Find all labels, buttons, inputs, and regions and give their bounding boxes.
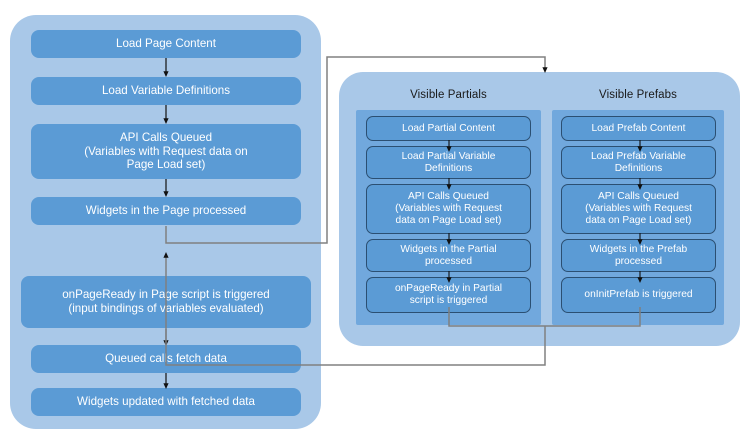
visible-prefabs-subgroup-panel: Load Prefab Content Load Prefab Variable… bbox=[552, 110, 724, 325]
process-box-label-line3: data on Page Load set) bbox=[585, 214, 692, 226]
process-box-api-calls-queued-page[interactable]: API Calls Queued (Variables with Request… bbox=[31, 124, 301, 179]
process-box-load-variable-definitions[interactable]: Load Variable Definitions bbox=[31, 77, 301, 105]
process-box-load-partial-content[interactable]: Load Partial Content bbox=[366, 116, 531, 141]
process-box-label-line1: Load Partial Variable bbox=[401, 150, 496, 162]
process-box-widgets-in-page-processed[interactable]: Widgets in the Page processed bbox=[31, 197, 301, 225]
process-box-label-line2: (Variables with Request bbox=[395, 203, 502, 215]
visible-components-group-panel: Visible Partials Visible Prefabs Load Pa… bbox=[339, 72, 740, 346]
process-box-label: Widgets updated with fetched data bbox=[77, 395, 255, 409]
process-box-onpageready-page-script[interactable]: onPageReady in Page script is triggered … bbox=[21, 276, 311, 328]
process-box-onpageready-partial-script[interactable]: onPageReady in Partial script is trigger… bbox=[366, 277, 531, 313]
process-box-label-line2: script is triggered bbox=[409, 295, 488, 306]
process-box-label-line1: API Calls Queued bbox=[598, 191, 679, 203]
process-box-label-line1: onPageReady in Page script is triggered bbox=[62, 288, 270, 302]
process-box-widgets-in-prefab-processed[interactable]: Widgets in the Prefab processed bbox=[561, 239, 716, 272]
process-box-label-line3: Page Load set) bbox=[126, 158, 206, 172]
process-box-label-line2: processed bbox=[614, 255, 662, 267]
process-box-label-line3: data on Page Load set) bbox=[395, 214, 502, 226]
process-box-label-line1: Widgets in the Prefab bbox=[589, 243, 688, 255]
process-box-oninitprefab-triggered[interactable]: onInitPrefab is triggered bbox=[561, 277, 716, 313]
process-box-queued-calls-fetch-data[interactable]: Queued calls fetch data bbox=[31, 345, 301, 373]
process-box-label-line2: (input bindings of variables evaluated) bbox=[68, 302, 264, 315]
process-box-widgets-updated-fetched-data[interactable]: Widgets updated with fetched data bbox=[31, 388, 301, 416]
process-box-label-line2: (Variables with Request bbox=[585, 203, 692, 215]
process-box-label-line1: onPageReady in Partial bbox=[394, 283, 503, 295]
process-box-api-calls-queued-prefab[interactable]: API Calls Queued (Variables with Request… bbox=[561, 184, 716, 234]
process-box-label: Load Variable Definitions bbox=[101, 84, 231, 98]
process-box-label: Load Page Content bbox=[116, 37, 216, 51]
page-lifecycle-group-panel: Load Page Content Load Variable Definiti… bbox=[10, 15, 321, 429]
process-box-api-calls-queued-partial[interactable]: API Calls Queued (Variables with Request… bbox=[366, 184, 531, 234]
process-box-widgets-in-partial-processed[interactable]: Widgets in the Partial processed bbox=[366, 239, 531, 272]
process-box-label: Load Prefab Content bbox=[591, 122, 686, 134]
visible-partials-subgroup-panel: Load Partial Content Load Partial Variab… bbox=[356, 110, 541, 325]
process-box-label-line2: (Variables with Request data on bbox=[84, 144, 248, 158]
subgroup-title-visible-prefabs: Visible Prefabs bbox=[599, 89, 677, 101]
process-box-label-line1: Load Prefab Variable bbox=[591, 150, 686, 162]
process-box-load-page-content[interactable]: Load Page Content bbox=[31, 30, 301, 58]
subgroup-title-visible-partials: Visible Partials bbox=[410, 89, 487, 101]
process-box-load-prefab-content[interactable]: Load Prefab Content bbox=[561, 116, 716, 141]
process-box-load-partial-variable-definitions[interactable]: Load Partial Variable Definitions bbox=[366, 146, 531, 179]
process-box-label-line2: processed bbox=[424, 255, 472, 267]
process-box-label: Load Partial Content bbox=[402, 122, 495, 134]
process-box-label: Queued calls fetch data bbox=[105, 352, 227, 366]
process-box-label-line2: Definitions bbox=[614, 162, 663, 174]
process-box-label: onInitPrefab is triggered bbox=[584, 289, 693, 301]
process-box-label-line2: Definitions bbox=[424, 162, 473, 174]
process-box-label: Widgets in the Page processed bbox=[85, 204, 247, 218]
process-box-label-line1: Widgets in the Partial bbox=[400, 243, 497, 255]
process-box-label-line1: API Calls Queued bbox=[119, 130, 213, 144]
process-box-load-prefab-variable-definitions[interactable]: Load Prefab Variable Definitions bbox=[561, 146, 716, 179]
process-box-label-line1: API Calls Queued bbox=[408, 191, 489, 203]
